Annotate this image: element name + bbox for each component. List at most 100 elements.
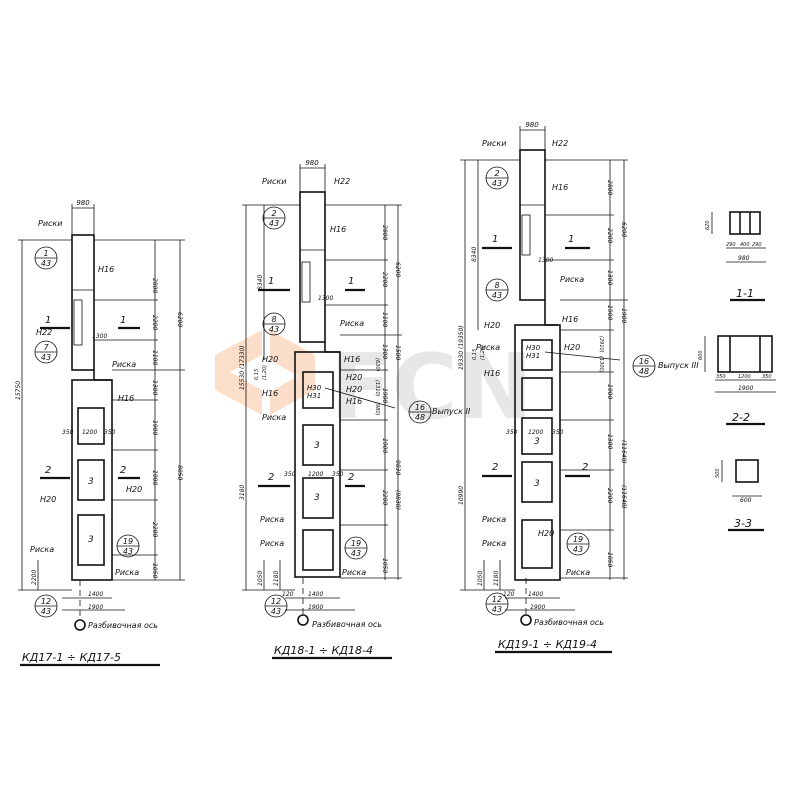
label-riska: Риска [340,319,364,328]
label-section-2b: 2 [348,472,354,483]
label-1300: 1300 [538,257,553,264]
bubble-kd18-2: 8 43 [262,312,286,336]
rdim-2: 2200 [151,315,158,330]
bottom-w-2: 1400 [308,591,323,598]
bubble-top: 8 [271,315,276,324]
bubble-kd17-1: 1 43 [34,246,58,270]
niche-w-1: 350 [284,471,296,478]
bubble-kd19-3: 19 43 [566,532,590,556]
rdim-2: 2200 [381,272,388,287]
bottom-w-1: 120 [282,591,294,598]
bubble-bottom: 43 [41,259,51,268]
overall-right-2: 1500 [394,345,401,360]
bubble-kd17-4: 12 43 [34,594,58,618]
column-title: КД17-1 ÷ КД17-5 [22,651,121,664]
overall-right-3: (630) [374,358,380,371]
label-section-2a: 2 [45,465,51,476]
bubble-bottom: 43 [573,545,583,554]
label-section-1b: 1 [348,276,354,287]
axis-label: Разбивочная ось [312,620,382,629]
column-kd17: 1 43 7 43 19 43 12 43 980 Риски Н16 Н22 … [15,199,185,667]
label-section-2b: 2 [120,465,126,476]
top-width: 980 [76,199,90,207]
overall-left-4: 1050 [477,571,484,586]
bubble-kd19-4: 12 43 [485,592,509,616]
rdim-1: 2800 [606,180,613,195]
niche-w-2: 1200 [528,429,543,436]
overall-left-1: 8340 [257,275,264,290]
section-title: 2-2 [732,411,750,424]
bottom-w-2: 1400 [528,591,543,598]
niche-w-1: 350 [62,429,74,436]
label-h20-c: Н20 [538,529,554,538]
label-niche-3b: 3 [88,535,94,545]
bubble-kd18-4: 12 43 [264,594,288,618]
bubble-kd18-3: 19 43 [344,536,368,560]
label-section-1a: 1 [492,234,498,245]
bubble-bottom: 43 [41,353,51,362]
rdim-8: 1050 [606,552,613,567]
rdim-7: 2200 [381,490,388,505]
label-h16-top: Н16 [98,265,114,274]
column-title: КД18-1 ÷ КД18-4 [274,644,373,657]
bubble-top: 8 [494,281,499,290]
rdim-1: 2800 [151,278,158,293]
overall-right-5: (980) [374,402,380,415]
bubble-bottom: 43 [269,219,279,228]
section-1-1: 290 400 290 980 620 1-1 [705,211,766,302]
rdim-7: 2200 [606,488,613,503]
top-width: 980 [525,121,539,129]
bubble-top: 16 [639,357,649,366]
label-riska-a: Риска [560,275,584,284]
niche-w-3: 350 [552,429,564,436]
label-niche-3a: 3 [88,477,94,487]
column-title: КД19-1 ÷ КД19-4 [498,638,597,651]
label-riska-c: Риска [260,539,284,548]
label-riska-b: Риска [476,343,500,352]
section-dim-2: 500 [715,468,721,478]
overall-left-6: 0,15 [472,349,478,360]
bubble-top: 2 [494,169,499,178]
overall-left-5: 1180 [273,571,280,586]
label-h16-a: Н16 [552,183,568,192]
overall-left-7: (1,20) [262,365,268,380]
section-dim-3: 350 [762,374,772,380]
label-riska-d: Риска [342,568,366,577]
bottom-w-1: 1400 [88,591,103,598]
bubble-top: 19 [573,535,583,544]
label-section-1b: 1 [568,234,574,245]
overall-right-4: (1310) [374,380,380,397]
label-h16-c: Н16 [346,397,362,406]
label-section-1a: 1 [45,315,51,326]
niche-w-1: 350 [506,429,518,436]
overall-right-2: 8050 [176,465,183,480]
label-riska-left: Риска [30,545,54,554]
rdim-3: 1300 [606,270,613,285]
section-3-3: 600 500 3-3 [715,459,764,532]
overall-right-3: (2910) [598,336,604,353]
overall-left-1: 8340 [471,247,478,262]
bubble-top: 19 [351,539,361,548]
bubble-bottom: 43 [492,179,502,188]
label-niche-3a: 3 [534,437,540,447]
axis-label: Разбивочная ось [88,621,158,630]
section-2-2: 350 1200 350 1900 600 2-2 [698,335,776,426]
bubble-bottom: 43 [41,607,51,616]
bubble-top: 7 [43,343,49,352]
section-dim-2: 400 [740,242,750,248]
rdim-7: 2200 [151,522,158,537]
overall-right-5: (11640) [620,440,627,464]
bubble-bottom: 48 [639,367,649,376]
label-riski: Риски [482,139,506,148]
label-h22: Н22 [334,177,350,186]
overall-left-7: (1,20) [480,345,486,360]
overall-left-2: 19330 (19350) [458,325,465,370]
label-h16: Н16 [330,225,346,234]
niche-w-2: 1200 [82,429,97,436]
label-section-2b: 2 [582,462,588,473]
label-h31: Н31 [526,352,540,360]
watermark-text: FCN [330,335,533,440]
overall-left-1: 15750 [15,381,22,400]
overall-right-1: 6200 [176,312,183,327]
